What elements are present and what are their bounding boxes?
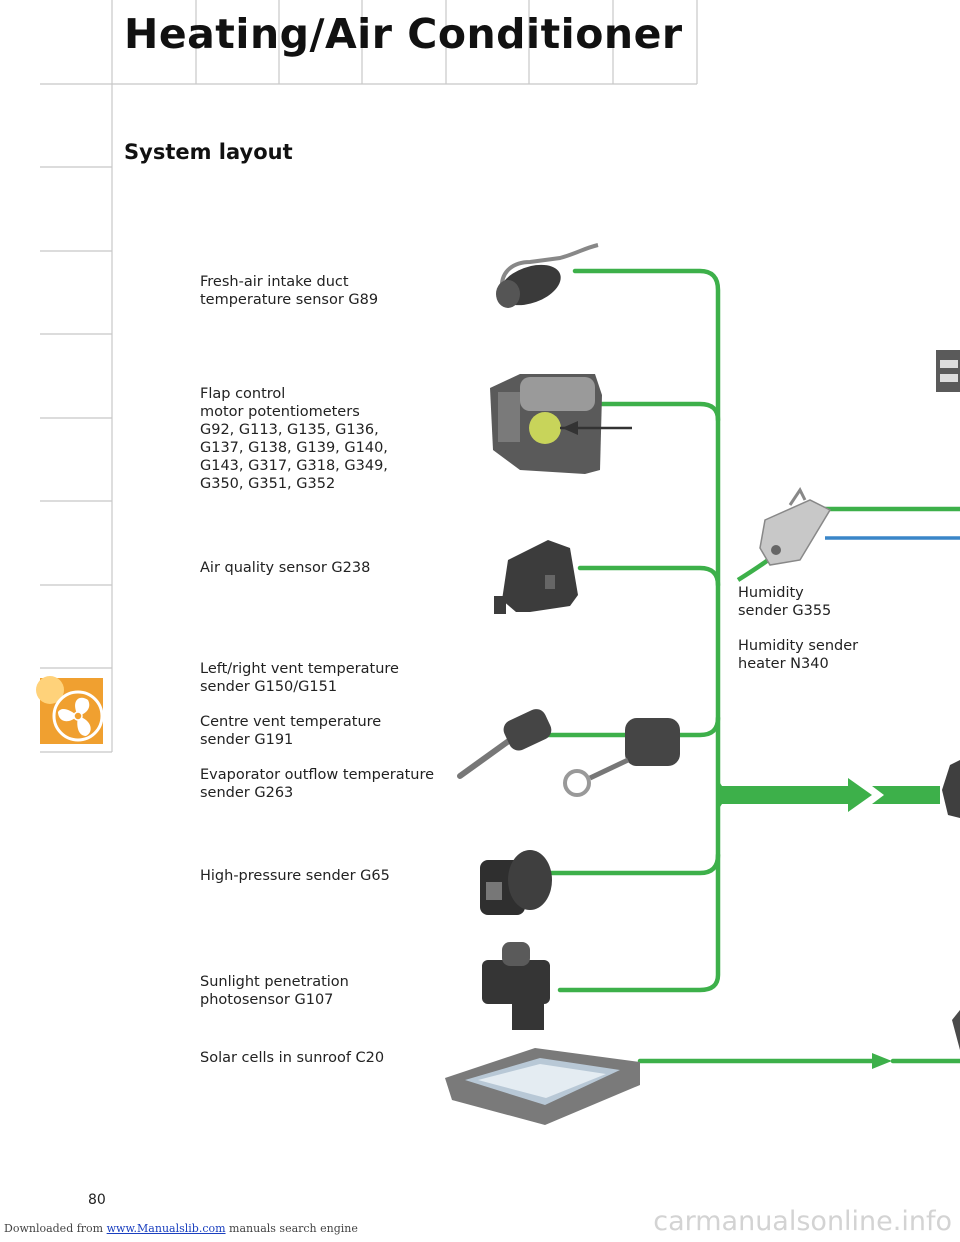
download-footer: Downloaded from www.Manualslib.com manua… — [4, 1222, 358, 1235]
g107-photosensor-image — [482, 942, 550, 1030]
c20-solar-roof-image — [445, 1048, 640, 1125]
g89-sensor-image — [496, 243, 599, 308]
label-g238: Air quality sensor G238 — [200, 560, 371, 576]
page-number: 80 — [88, 1192, 106, 1208]
label-c20: Solar cells in sunroof C20 — [200, 1050, 385, 1066]
vent-sensors-image — [457, 709, 680, 797]
fan-tab-icon — [36, 676, 104, 744]
label-humidity: Humidity sender G355 Humidity sender hea… — [738, 585, 859, 672]
signal-lines — [542, 268, 960, 1064]
flap-motor-image — [490, 374, 632, 474]
section-subtitle: System layout — [124, 140, 293, 164]
label-flap-potentiometers: Flap control motor potentiometers G92, G… — [200, 386, 388, 492]
watermark: carmanualsonline.info — [653, 1206, 952, 1237]
page-title: Heating/Air Conditioner — [124, 10, 683, 58]
label-g65: High-pressure sender G65 — [200, 868, 390, 884]
g238-sensor-image — [494, 540, 578, 614]
right-edge-components — [936, 350, 960, 1050]
manualslib-link[interactable]: www.Manualslib.com — [106, 1222, 226, 1235]
header-grid — [40, 0, 698, 753]
g65-sender-image — [480, 850, 552, 915]
humidity-sender-image — [759, 487, 832, 566]
label-g89: Fresh-air intake duct temperature sensor… — [200, 274, 379, 308]
label-g107: Sunlight penetration photosensor G107 — [200, 974, 349, 1008]
main-arrow — [718, 778, 940, 1069]
label-vent-senders: Left/right vent temperature sender G150/… — [200, 661, 435, 801]
